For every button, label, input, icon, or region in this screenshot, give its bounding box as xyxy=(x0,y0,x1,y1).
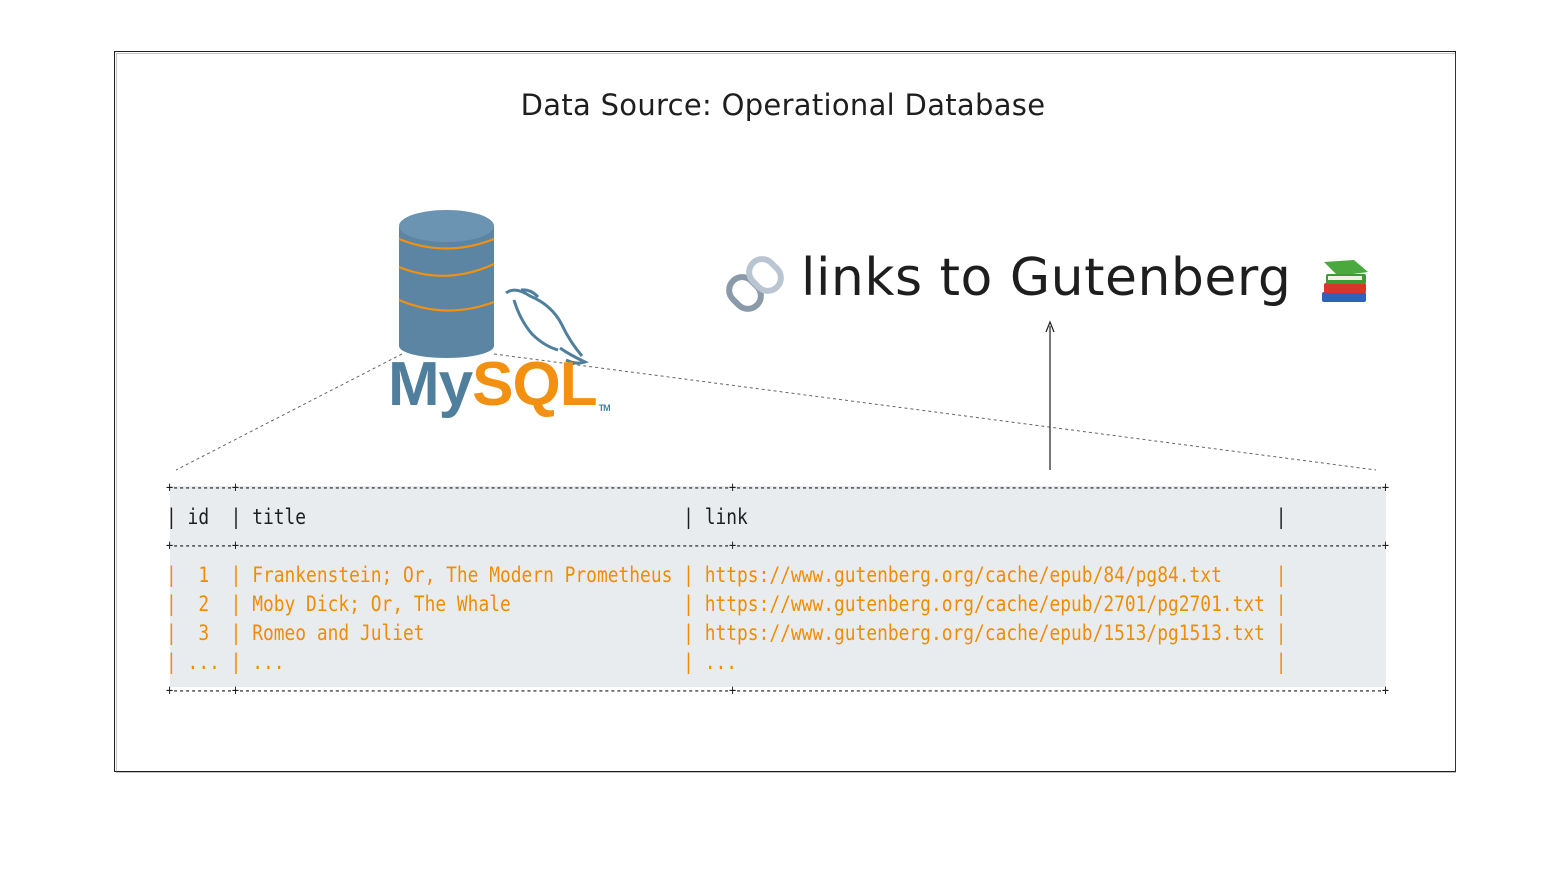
table-rule: +----------+----------------------------… xyxy=(166,683,1389,699)
books-table: +----------+----------------------------… xyxy=(166,474,1389,706)
table-row: | ... | ... | ... | xyxy=(166,650,1287,674)
table-rule: +----------+----------------------------… xyxy=(166,538,1389,554)
table-row: | 3 | Romeo and Juliet | https://www.gut… xyxy=(166,621,1287,645)
diagram-title: Data Source: Operational Database xyxy=(520,88,1046,122)
table-cell: | ... xyxy=(683,650,1276,674)
table-cell: | 3 xyxy=(166,621,231,645)
dolphin-icon xyxy=(505,288,590,365)
table-row: | 2 | Moby Dick; Or, The Whale | https:/… xyxy=(166,592,1287,616)
arrow-up-icon xyxy=(1045,320,1055,470)
table-row: | 1 | Frankenstein; Or, The Modern Prome… xyxy=(166,563,1287,587)
guide-line-left xyxy=(175,353,403,471)
table-cell: | https://www.gutenberg.org/cache/epub/8… xyxy=(683,563,1276,587)
table-header: | id | title | link | xyxy=(166,505,1287,529)
mysql-logo-sql: SQL xyxy=(472,350,597,419)
links-heading-text: links to Gutenberg xyxy=(801,248,1292,308)
database-cylinder-icon xyxy=(398,210,495,358)
table-header-cell: | title xyxy=(230,505,684,529)
books-icon xyxy=(1322,260,1368,302)
link-icon xyxy=(726,256,784,312)
table-cell: | 1 xyxy=(166,563,231,587)
table-rule: +----------+----------------------------… xyxy=(166,480,1389,496)
table-header-cell: | link xyxy=(683,505,1276,529)
table-cell: | https://www.gutenberg.org/cache/epub/1… xyxy=(683,621,1276,645)
mysql-logo-my: My xyxy=(388,350,473,419)
guide-line-right xyxy=(493,353,1377,471)
table-background xyxy=(170,486,1386,687)
links-heading: links to Gutenberg xyxy=(727,248,1357,308)
table-cell: | Moby Dick; Or, The Whale xyxy=(230,592,684,616)
diagram-frame xyxy=(114,51,1456,772)
table-header-cell: | id xyxy=(166,505,231,529)
table-cell: | 2 xyxy=(166,592,231,616)
mysql-logo-tm: TM xyxy=(598,403,611,413)
diagram-frame-shadow xyxy=(116,53,1456,773)
table-cell: | Romeo and Juliet xyxy=(230,621,684,645)
table-cell: | https://www.gutenberg.org/cache/epub/2… xyxy=(683,592,1276,616)
table-cell: | ... xyxy=(230,650,684,674)
table-cell: | ... xyxy=(166,650,231,674)
table-cell: | Frankenstein; Or, The Modern Prometheu… xyxy=(230,563,684,587)
